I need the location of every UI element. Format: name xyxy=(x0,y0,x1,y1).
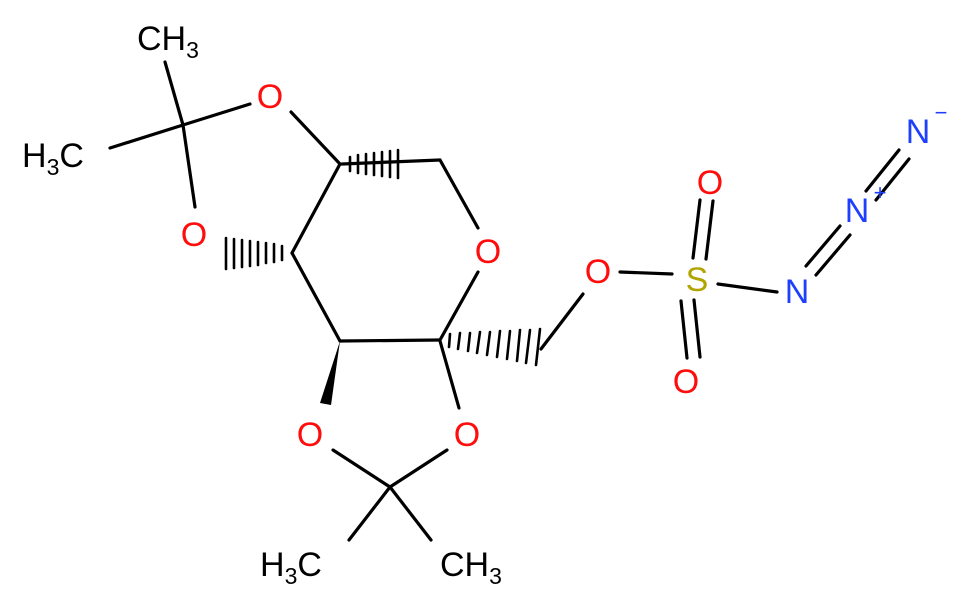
methyl-top-main: CH xyxy=(137,20,186,58)
methyl-top: CH3 xyxy=(137,20,199,63)
methyl-bottom-left-tail: C xyxy=(297,546,322,584)
bond-ch2-o-ester xyxy=(539,292,585,351)
bond-ctop-ch3-left xyxy=(108,123,185,150)
methyl-left: H3C xyxy=(22,137,84,180)
bond-c-quat-ch3-right xyxy=(388,485,433,542)
solid-wedge-c3 xyxy=(320,341,340,405)
methyl-top-sub: 3 xyxy=(186,37,199,63)
bond-n1-n2-a xyxy=(804,224,842,268)
bond-o-ester-s xyxy=(618,270,674,276)
bond-s-o-bottom-b xyxy=(692,298,702,359)
methyl-bottom-right: CH3 xyxy=(440,546,502,589)
methyl-left-main: H xyxy=(22,137,47,175)
bond-s-o-top-b xyxy=(704,199,715,261)
atom-n3: N xyxy=(906,113,931,151)
atom-o-bottom-left: O xyxy=(297,416,323,454)
bond-c1-c2 xyxy=(290,162,342,255)
bond-n1-n2-b xyxy=(814,233,852,277)
methyl-bottom-left: H3C xyxy=(260,546,322,589)
methyl-bottom-right-main: CH xyxy=(440,546,489,584)
bond-s-o-bottom-a xyxy=(679,299,689,360)
methyl-bottom-left-sub: 3 xyxy=(285,563,298,589)
hashed-wedge-c2 xyxy=(224,236,284,271)
atom-o-sulfonyl-bottom: O xyxy=(673,363,699,401)
bond-ctop-ch3-top xyxy=(163,60,185,127)
bond-c-anomeric-o-br xyxy=(438,339,461,410)
bond-o-top-c1 xyxy=(289,110,342,166)
methyl-bottom-left-main: H xyxy=(260,546,285,584)
hashed-wedge-c1 xyxy=(348,148,400,180)
atom-n1: N xyxy=(785,273,810,311)
atom-sulfur: S xyxy=(686,261,709,299)
atom-labels: O O O O O O O O S N N + N − CH3 H3C H3C … xyxy=(22,20,947,589)
bond-n2-n3-a xyxy=(864,148,901,193)
bond-o-ring-c-anomeric xyxy=(438,270,480,342)
atom-o-ring: O xyxy=(475,233,501,271)
bond-ctop-o-left xyxy=(181,123,197,209)
stereo-bonds xyxy=(224,148,542,405)
bond-n2-n3-b xyxy=(874,157,911,202)
atom-n3-charge: − xyxy=(935,100,948,125)
bond-o-bl-c-quat xyxy=(331,448,392,489)
methyl-left-sub: 3 xyxy=(47,154,60,180)
atom-o-sulfonyl-top: O xyxy=(697,164,723,202)
atom-o-top-left: O xyxy=(257,78,283,116)
atom-o-bottom-right: O xyxy=(454,416,480,454)
bond-c-ch2-o-ring xyxy=(438,158,480,230)
bonds xyxy=(108,60,911,542)
methyl-left-tail: C xyxy=(59,137,84,175)
hashed-wedge-anomeric xyxy=(447,327,542,367)
bond-c-quat-ch3-left xyxy=(347,485,392,542)
atom-n2-charge: + xyxy=(874,180,887,205)
atom-o-left: O xyxy=(181,216,207,254)
bond-s-o-top-a xyxy=(691,198,702,260)
bond-s-n1 xyxy=(716,282,779,294)
bond-c2-c3 xyxy=(290,251,342,343)
atom-n2: N xyxy=(845,192,870,230)
bond-c3-c-anomeric xyxy=(338,338,442,343)
bond-ctop-o-top xyxy=(181,102,252,127)
methyl-bottom-right-sub: 3 xyxy=(489,563,502,589)
bond-o-br-c-quat xyxy=(388,448,449,489)
atom-o-ester: O xyxy=(585,253,611,291)
